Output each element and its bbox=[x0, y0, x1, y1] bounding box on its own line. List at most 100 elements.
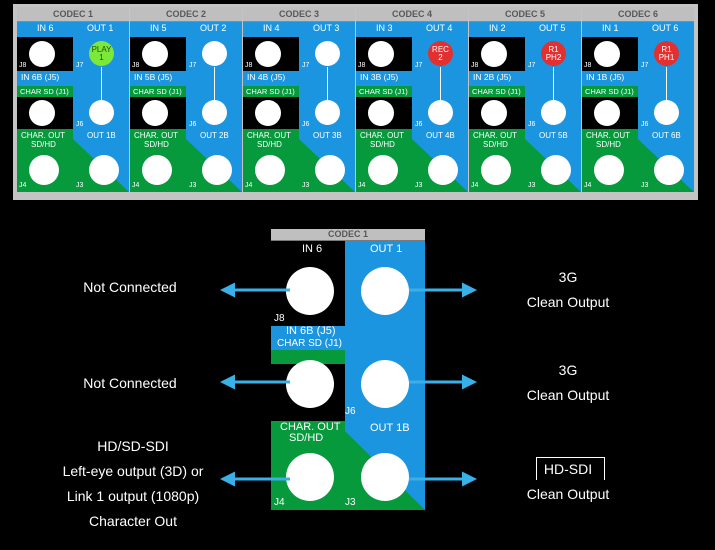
status-badge-line: R1 bbox=[548, 44, 559, 54]
j4-connector bbox=[29, 155, 59, 185]
status-badge-line: PH2 bbox=[545, 52, 562, 62]
out-b-label: OUT 1B bbox=[370, 422, 410, 434]
j8-label: J8 bbox=[132, 62, 140, 69]
j6-label: J6 bbox=[189, 121, 197, 128]
char-out-sub-label: SD/HD bbox=[31, 140, 56, 149]
codec-1-detail-panel: CODEC 1 IN 6 OUT 1 J8 IN 6B (J5) CHAR SD… bbox=[271, 229, 425, 510]
j6-connector bbox=[654, 100, 679, 125]
j3-label: J3 bbox=[189, 182, 197, 189]
note-in-top: Not Connected bbox=[83, 279, 177, 295]
char-out-label: CHAR. OUT bbox=[247, 131, 291, 140]
note-in-bottom: HD/SD-SDI Left-eye output (3D) or Link 1… bbox=[48, 434, 218, 534]
char-out-label: CHAR. OUT bbox=[134, 131, 178, 140]
j4-connector bbox=[255, 155, 285, 185]
out-label: OUT 6 bbox=[652, 23, 679, 33]
j3-connector bbox=[202, 155, 232, 185]
in-b-label: IN 6B (J5) bbox=[21, 72, 60, 82]
note-in-bottom-line-1: HD/SD-SDI bbox=[97, 438, 169, 454]
note-out-bottom: HD-SDI Clean Output bbox=[508, 457, 628, 507]
char-sd-label: CHAR SD (J1) bbox=[20, 87, 69, 96]
j7-connector bbox=[315, 41, 340, 66]
j6-label: J6 bbox=[415, 121, 423, 128]
out-label: OUT 1 bbox=[87, 23, 114, 33]
j7-label: J7 bbox=[641, 62, 649, 69]
j6-label: J6 bbox=[76, 121, 84, 128]
note-in-bottom-line-4: Character Out bbox=[89, 513, 177, 529]
j5-connector bbox=[255, 100, 281, 126]
char-sd-label: CHAR SD (J1) bbox=[472, 87, 521, 96]
note-in-mid: Not Connected bbox=[83, 375, 177, 391]
char-out-label: CHAR. OUT bbox=[280, 421, 341, 433]
in-label: IN 4 bbox=[263, 23, 280, 33]
char-out-label: CHAR. OUT bbox=[473, 131, 517, 140]
j3-label: J3 bbox=[641, 182, 649, 189]
j7-label: J7 bbox=[189, 62, 197, 69]
j6-label: J6 bbox=[345, 406, 356, 417]
link-line bbox=[101, 67, 102, 100]
codec-header: CODEC 4 bbox=[356, 7, 468, 22]
j5-connector bbox=[481, 100, 507, 126]
note-out-mid-line-2: Clean Output bbox=[526, 387, 610, 403]
j8-label: J8 bbox=[19, 62, 27, 69]
char-sd-label: CHAR SD (J1) bbox=[359, 87, 408, 96]
char-out-sub-label: SD/HD bbox=[483, 140, 508, 149]
char-out-sub-label: SD/HD bbox=[596, 140, 621, 149]
char-sd-strip bbox=[17, 86, 73, 97]
j7-connector bbox=[202, 41, 227, 66]
j8-label: J8 bbox=[584, 62, 592, 69]
hd-sdi-bracket bbox=[536, 457, 605, 480]
link-line bbox=[553, 67, 554, 100]
in-b-label: IN 3B (J5) bbox=[360, 72, 399, 82]
char-sd-strip bbox=[469, 86, 525, 97]
j4-connector bbox=[286, 453, 334, 501]
in-b-label: IN 2B (J5) bbox=[473, 72, 512, 82]
j4-label: J4 bbox=[358, 182, 366, 189]
char-out-label: CHAR. OUT bbox=[21, 131, 65, 140]
in-label: IN 6 bbox=[302, 243, 323, 255]
codec-header: CODEC 3 bbox=[243, 7, 355, 22]
j3-label: J3 bbox=[415, 182, 423, 189]
out-b-label: OUT 2B bbox=[200, 131, 229, 140]
j4-connector bbox=[481, 155, 511, 185]
char-sd-label: CHAR SD (J1) bbox=[277, 338, 343, 349]
in-label: IN 3 bbox=[376, 23, 393, 33]
link-line bbox=[666, 67, 667, 100]
j3-label: J3 bbox=[302, 182, 310, 189]
status-badge-line: PLAY bbox=[91, 44, 112, 54]
link-line bbox=[214, 67, 215, 100]
j6-connector bbox=[89, 100, 114, 125]
j8-connector bbox=[594, 41, 620, 67]
char-out-sub-label: SD/HD bbox=[370, 140, 395, 149]
out-b-label: OUT 5B bbox=[539, 131, 568, 140]
status-badge-line: REC bbox=[432, 44, 449, 54]
in-label: IN 5 bbox=[150, 23, 167, 33]
note-out-mid-line-1: 3G bbox=[558, 362, 578, 378]
char-sd-strip bbox=[271, 350, 345, 364]
j7-connector bbox=[361, 267, 409, 315]
note-out-mid: 3G Clean Output bbox=[508, 358, 628, 408]
in-label: IN 1 bbox=[602, 23, 619, 33]
status-badge-line: 1 bbox=[99, 52, 104, 62]
j6-label: J6 bbox=[641, 121, 649, 128]
char-sd-label: CHAR SD (J1) bbox=[585, 87, 634, 96]
j6-label: J6 bbox=[528, 121, 536, 128]
note-in-bottom-line-3: Link 1 output (1080p) bbox=[66, 488, 200, 504]
in-b-label: IN 1B (J5) bbox=[586, 72, 625, 82]
j6-connector bbox=[315, 100, 340, 125]
j6-connector bbox=[541, 100, 566, 125]
out-label: OUT 5 bbox=[539, 23, 566, 33]
j5-connector bbox=[368, 100, 394, 126]
char-sd-strip bbox=[582, 86, 638, 97]
out-b-label: OUT 3B bbox=[313, 131, 342, 140]
j3-connector bbox=[89, 155, 119, 185]
codec-header: CODEC 5 bbox=[469, 7, 581, 22]
